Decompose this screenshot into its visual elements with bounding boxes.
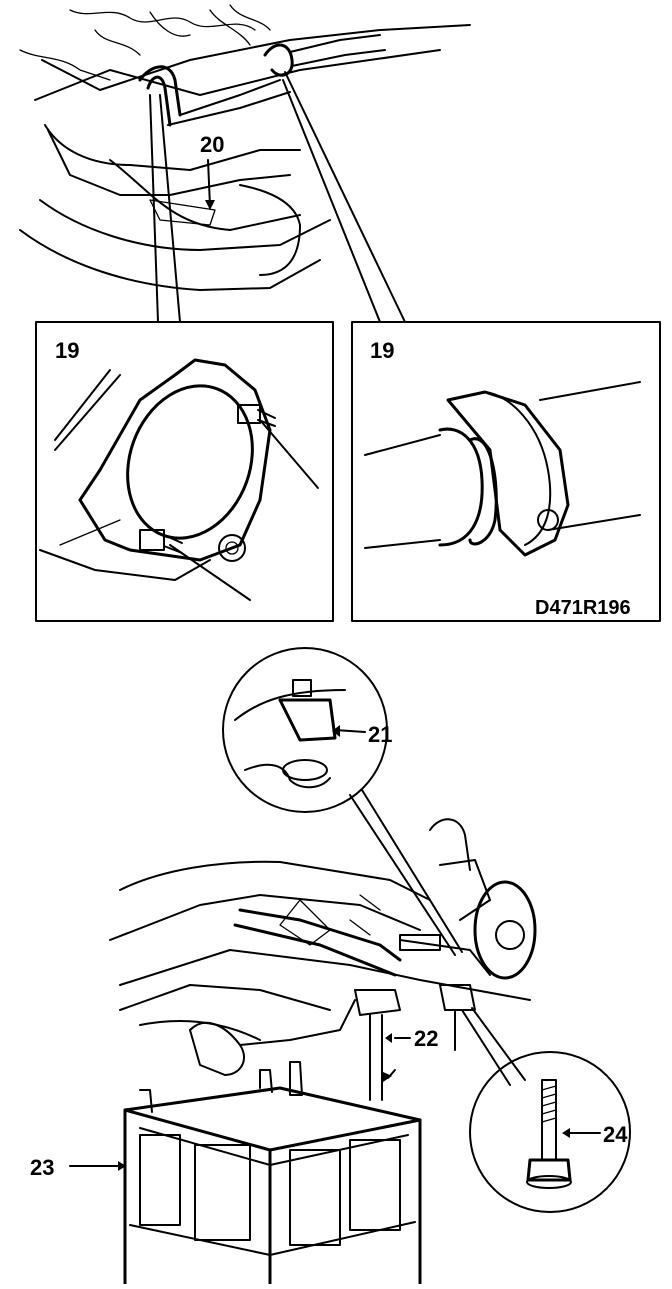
callout-24: 24 xyxy=(603,1122,628,1147)
detail-box-centre-bearing xyxy=(351,321,661,622)
callout-21: 21 xyxy=(368,722,392,747)
callout-22: 22 xyxy=(414,1026,438,1051)
propshaft-overview-drawing xyxy=(19,4,471,323)
callout-19-left: 19 xyxy=(55,338,79,363)
callout-23: 23 xyxy=(30,1155,54,1180)
subframe-removal-drawing xyxy=(69,647,631,1286)
callout-20: 20 xyxy=(200,132,224,157)
reference-code: D471R196 xyxy=(535,597,631,619)
detail-box-flange-bolts xyxy=(35,321,334,622)
detail-circle-bolt xyxy=(469,1051,631,1213)
support-stand xyxy=(69,1061,422,1286)
detail-circle-bracket xyxy=(222,647,388,813)
callout-19-right: 19 xyxy=(370,338,394,363)
flange-nut-loose xyxy=(218,534,246,562)
